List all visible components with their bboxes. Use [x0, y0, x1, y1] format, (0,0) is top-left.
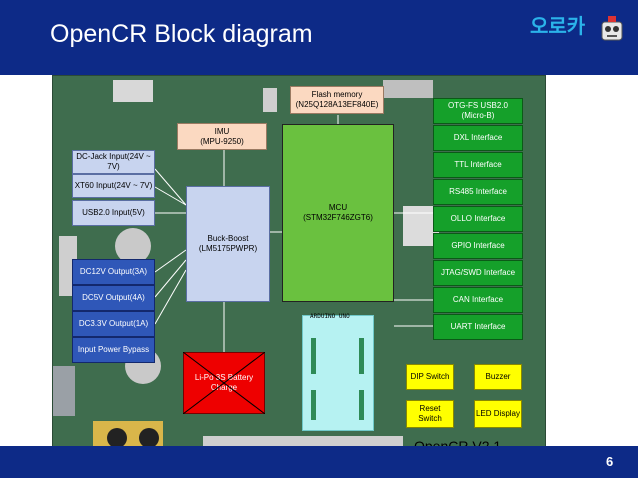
arduino-uno-header-block	[302, 315, 374, 431]
interface-gpio: GPIO Interface	[433, 233, 523, 259]
slide-title: OpenCR Block diagram	[50, 20, 313, 48]
interface-ttl: TTL Interface	[433, 152, 523, 178]
dc12v-output-block: DC12V Output(3A)	[72, 259, 155, 285]
slide-header	[0, 0, 638, 75]
oroca-logo: 오로카	[530, 14, 586, 38]
interface-jtag-swd: JTAG/SWD Interface	[433, 260, 523, 286]
interface-ollo: OLLO Interface	[433, 206, 523, 232]
reset-switch-block: Reset Switch	[406, 400, 454, 428]
dc5v-output-block: DC5V Output(4A)	[72, 285, 155, 311]
interface-uart: UART Interface	[433, 314, 523, 340]
interface-can: CAN Interface	[433, 287, 523, 313]
flash-memory-block: Flash memory (N25Q128A13EF840E)	[290, 86, 384, 114]
usb-input-block: USB2.0 Input(5V)	[72, 200, 155, 226]
dip-switch-block: DIP Switch	[406, 364, 454, 390]
led-display-block: LED Display	[474, 400, 522, 428]
page-number: 6	[606, 454, 614, 469]
xt60-input-block: XT60 Input(24V ~ 7V)	[72, 174, 155, 198]
dc33v-output-block: DC3.3V Output(1A)	[72, 311, 155, 337]
imu-block: IMU (MPU-9250)	[177, 123, 267, 150]
slide-footer	[0, 446, 638, 478]
otg-usb-block: OTG-FS USB2.0 (Micro-B)	[433, 98, 523, 124]
arduino-uno-label: ARDUINO UNO	[310, 313, 350, 320]
buck-boost-block: Buck-Boost (LM5175PWPR)	[186, 186, 270, 302]
buzzer-block: Buzzer	[474, 364, 522, 390]
arduino-pin-headers	[311, 338, 364, 420]
lipo-cross-icon	[183, 352, 265, 414]
dc-jack-input-block: DC-Jack Input(24V ~ 7V)	[72, 150, 155, 174]
interface-dxl: DXL Interface	[433, 125, 523, 151]
robot-logo-icon	[601, 16, 623, 41]
mcu-block: MCU (STM32F746ZGT6)	[282, 124, 394, 302]
input-power-bypass-block: Input Power Bypass	[72, 337, 155, 363]
interface-rs485: RS485 Interface	[433, 179, 523, 205]
